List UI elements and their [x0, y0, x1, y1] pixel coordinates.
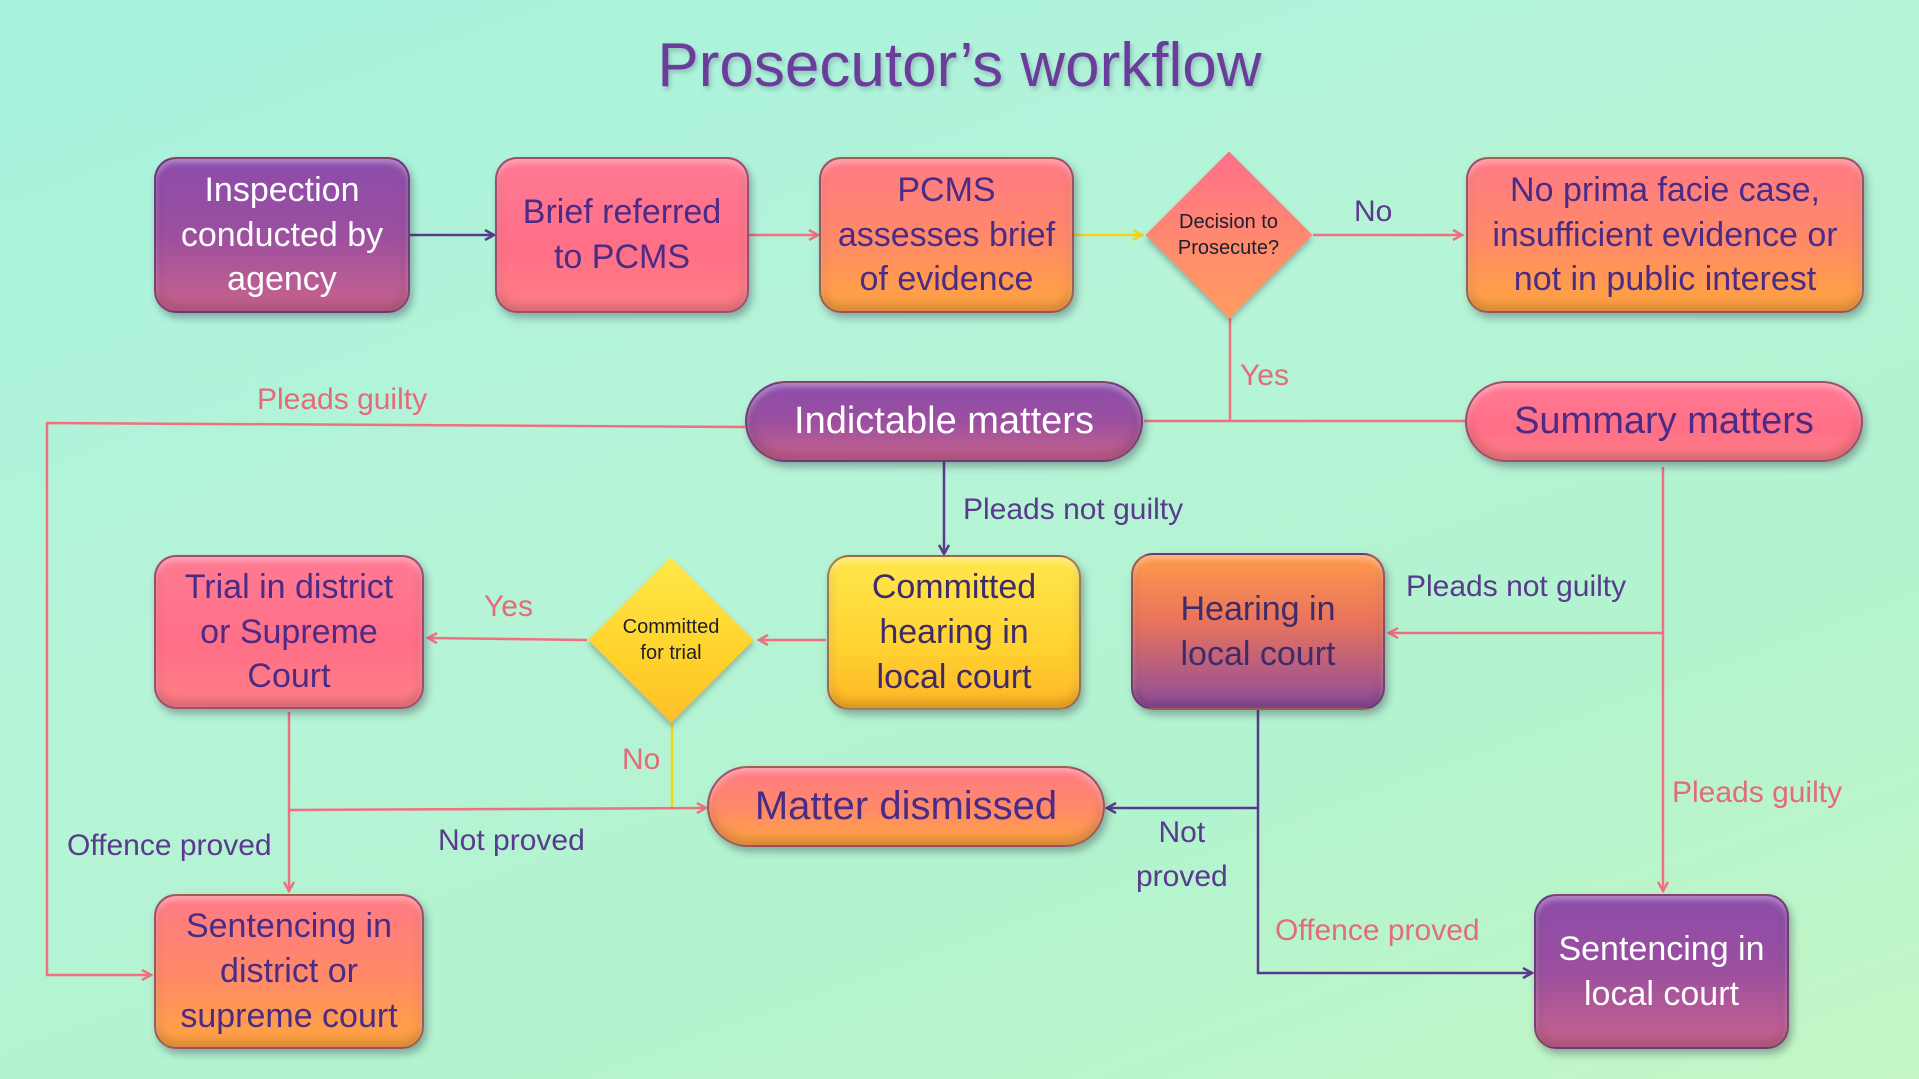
arrow-offence-proved-right	[1256, 710, 1532, 973]
label-pleads-not-guilty-indictable: Pleads not guilty	[963, 493, 1184, 526]
label-no-decision: No	[1354, 195, 1393, 228]
label-pleads-not-guilty-summary: Pleads not guilty	[1406, 570, 1627, 603]
sentencing-district-node: Sentencing in district or supreme court	[154, 894, 424, 1049]
sentencing-district-label: Sentencing in district or supreme court	[180, 907, 398, 1035]
inspection-node: Inspection conducted by agency	[154, 157, 410, 313]
trial-label: Trial in district or Supreme Court	[184, 567, 394, 696]
no-prima-facie-node: No prima facie case, insufficient eviden…	[1466, 157, 1864, 313]
pcms-assesses-label: PCMS assesses brief of evidence	[837, 170, 1056, 299]
hearing-local-court-node: Hearing in local court	[1131, 553, 1385, 710]
arrow-pleads-guilty-left	[45, 421, 746, 975]
no-prima-facie-label: No prima facie case, insufficient eviden…	[1492, 170, 1838, 299]
label-pleads-guilty-summary: Pleads guilty	[1672, 776, 1843, 809]
page-title: Prosecutor’s workflow	[657, 31, 1262, 100]
label-not-proved-right: Not proved	[1136, 816, 1228, 893]
committed-for-trial-label: Committed for trial	[622, 616, 720, 664]
label-not-proved-left: Not proved	[438, 824, 585, 857]
committed-hearing-node: Committed hearing in local court	[827, 555, 1081, 710]
brief-referred-label: Brief referred to PCMS	[522, 193, 722, 276]
label-no-trial: No	[622, 743, 661, 776]
label-offence-proved-left: Offence proved	[67, 829, 272, 862]
arrow-not-proved-left	[288, 808, 706, 810]
label-offence-proved-right: Offence proved	[1275, 914, 1480, 947]
decision-label: Decision to Prosecute?	[1177, 211, 1280, 259]
sentencing-local-label: Sentencing in local court	[1558, 929, 1765, 1013]
summary-matters-node: Summary matters	[1465, 381, 1863, 462]
summary-matters-label: Summary matters	[1514, 400, 1814, 443]
committed-for-trial-diamond: Committed for trial	[587, 556, 755, 724]
arrow-committed-yes	[428, 638, 588, 640]
trial-node: Trial in district or Supreme Court	[154, 555, 424, 709]
indictable-matters-label: Indictable matters	[794, 400, 1094, 443]
matter-dismissed-label: Matter dismissed	[754, 784, 1058, 829]
sentencing-local-node: Sentencing in local court	[1534, 894, 1789, 1049]
hearing-local-court-label: Hearing in local court	[1180, 589, 1336, 673]
matter-dismissed-node: Matter dismissed	[707, 766, 1105, 847]
inspection-label: Inspection conducted by agency	[180, 170, 384, 299]
brief-referred-node: Brief referred to PCMS	[495, 157, 749, 313]
committed-hearing-label: Committed hearing in local court	[871, 568, 1037, 696]
indictable-matters-node: Indictable matters	[745, 381, 1143, 462]
decision-diamond: Decision to Prosecute?	[1144, 150, 1313, 320]
label-yes-decision: Yes	[1240, 359, 1289, 392]
label-pleads-guilty-left: Pleads guilty	[257, 383, 428, 416]
pcms-assesses-node: PCMS assesses brief of evidence	[819, 157, 1074, 313]
label-yes-trial: Yes	[484, 590, 533, 623]
